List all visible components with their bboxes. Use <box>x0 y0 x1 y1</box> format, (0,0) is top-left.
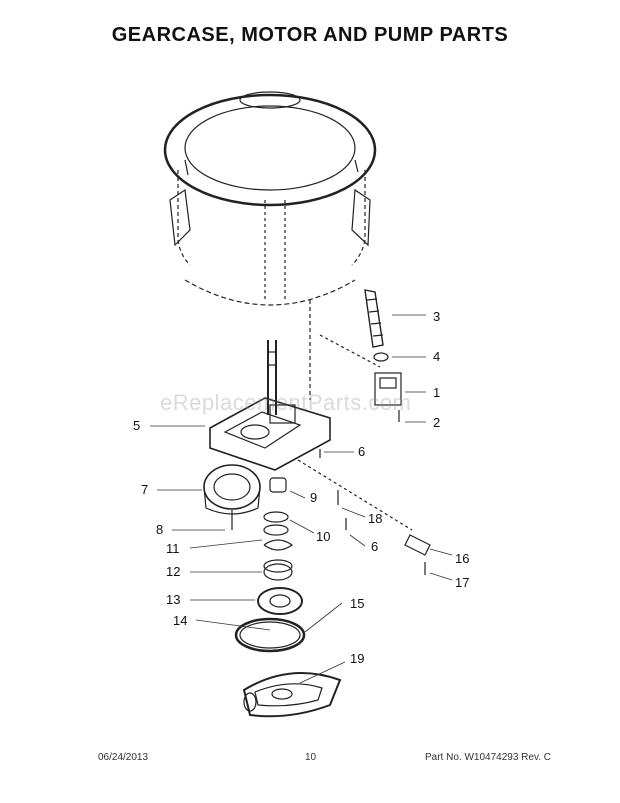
callout-14: 14 <box>173 613 188 628</box>
callout-2: 2 <box>433 415 441 430</box>
shaft-drawing <box>267 300 311 415</box>
callout-17: 17 <box>455 575 470 590</box>
callout-8: 8 <box>156 522 164 537</box>
callout-9: 9 <box>310 490 318 505</box>
callout-7: 7 <box>141 482 149 497</box>
callout-11: 11 <box>166 541 180 556</box>
callout-15: 15 <box>350 596 365 611</box>
callout-16: 16 <box>455 551 470 566</box>
callout-12: 12 <box>166 564 181 579</box>
motor-drawing <box>203 464 261 530</box>
callout-6b: 6 <box>371 539 379 554</box>
callout-3: 3 <box>433 309 441 324</box>
callout-19: 19 <box>350 651 365 666</box>
pulley-housing-drawing <box>242 671 342 718</box>
callout-1: 1 <box>433 385 441 400</box>
callout-10: 10 <box>316 529 331 544</box>
footer-page-number: 10 <box>305 752 317 763</box>
callout-18: 18 <box>368 511 383 526</box>
callout-5: 5 <box>133 418 141 433</box>
watermark: eReplacementParts.com <box>160 390 412 415</box>
footer-part-number: Part No. W10474293 Rev. C <box>425 752 551 763</box>
page-title: GEARCASE, MOTOR AND PUMP PARTS <box>111 24 509 46</box>
callout-13: 13 <box>166 592 181 607</box>
callout-6a: 6 <box>358 444 366 459</box>
gearcase-drawing <box>209 397 331 471</box>
lower-parts-drawing <box>234 449 431 653</box>
leader-lines <box>150 314 453 684</box>
footer-date: 06/24/2013 <box>98 752 149 763</box>
callout-4: 4 <box>433 349 441 364</box>
pump-drawing <box>319 289 402 422</box>
tub-drawing <box>163 91 377 306</box>
